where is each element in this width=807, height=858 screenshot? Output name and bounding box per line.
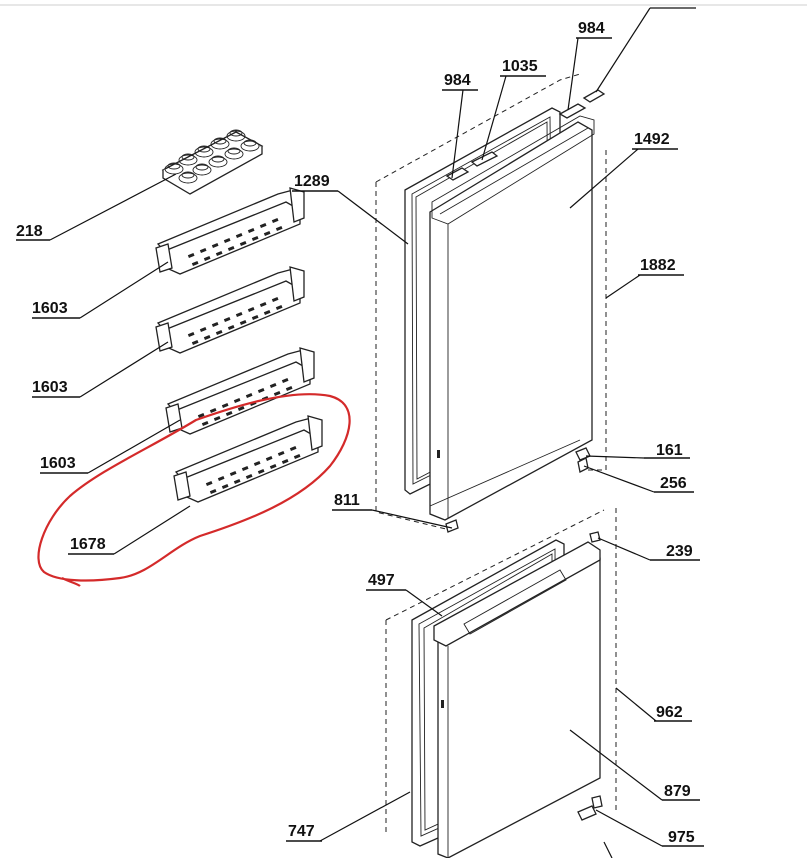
- label-747: 747: [288, 823, 315, 840]
- label-1678: 1678: [70, 536, 106, 553]
- label-161: 161: [656, 442, 683, 459]
- label-256: 256: [660, 475, 687, 492]
- label-218: 218: [16, 223, 43, 240]
- door-shelf-1603-middle: [155, 266, 305, 354]
- label-1289: 1289: [294, 173, 330, 190]
- red-highlight-circle: [37, 393, 351, 587]
- label-975: 975: [668, 829, 695, 846]
- egg-tray: [161, 129, 264, 195]
- label-811: 811: [334, 492, 360, 509]
- label-1035: 1035: [502, 58, 538, 75]
- label-239: 239: [666, 543, 693, 560]
- door-shelf-1603-bottom: [165, 347, 315, 435]
- label-984-right: 984: [578, 20, 605, 37]
- lower-door-assembly: [385, 508, 617, 858]
- label-1882: 1882: [640, 257, 676, 274]
- label-962: 962: [656, 704, 683, 721]
- label-1603-top: 1603: [32, 300, 68, 317]
- label-1603-middle: 1603: [32, 379, 68, 396]
- leader-lines: [49, 7, 696, 858]
- label-497: 497: [368, 572, 395, 589]
- part-labels: 218 1603 1603 1603 1678 1289 984 1035 98…: [16, 20, 704, 847]
- door-shelf-1603-top: [155, 187, 305, 275]
- label-984-left: 984: [444, 72, 471, 89]
- upper-door-assembly: [375, 73, 607, 533]
- label-879: 879: [664, 783, 691, 800]
- label-1603-bottom: 1603: [40, 455, 76, 472]
- label-1492: 1492: [634, 131, 670, 148]
